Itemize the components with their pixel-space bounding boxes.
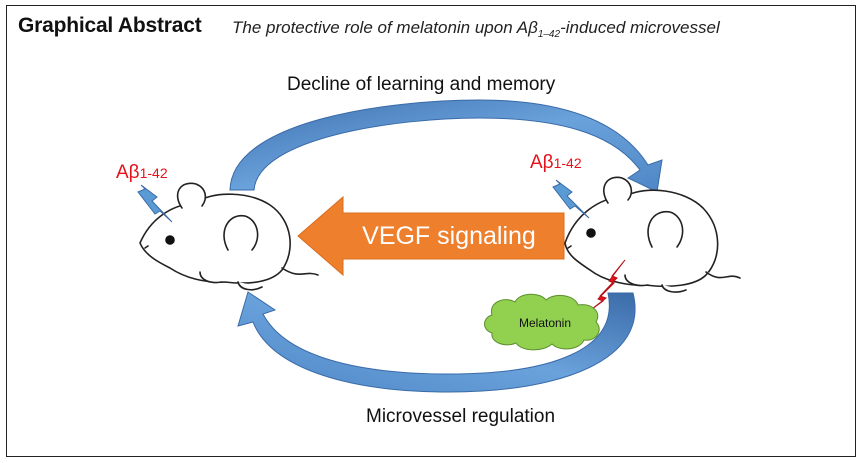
page-title: Graphical Abstract: [18, 14, 202, 37]
lightning-right-icon: [552, 179, 590, 219]
abeta-right-sub: 1-42: [553, 155, 582, 171]
abeta-left-sub: 1-42: [139, 165, 168, 181]
subtitle-tail: -induced microvessel: [560, 18, 720, 37]
lightning-left-icon: [137, 184, 173, 223]
right-mouse-illustration: [564, 176, 741, 293]
top-arrow-label: Decline of learning and memory: [287, 74, 556, 95]
subtitle-subscript: 1–42: [537, 29, 561, 40]
left-mouse-illustration: [139, 182, 319, 291]
abeta-left-main: Aβ: [116, 162, 140, 183]
subtitle-main: The protective role of melatonin upon Aβ: [232, 18, 538, 37]
vegf-arrow: [297, 195, 565, 277]
melatonin-cloud: [484, 293, 600, 351]
abeta-label-right: Aβ1-42: [530, 152, 582, 174]
top-cycle-arrow: [229, 99, 663, 193]
vegf-arrow-label: VEGF signaling: [362, 221, 536, 250]
bottom-cycle-arrow: [237, 291, 636, 393]
abeta-right-main: Aβ: [530, 152, 554, 173]
bottom-arrow-label: Microvessel regulation: [366, 406, 556, 427]
melatonin-label: Melatonin: [518, 316, 572, 330]
page-subtitle: The protective role of melatonin upon Aβ…: [232, 18, 720, 40]
abeta-label-left: Aβ1-42: [116, 162, 168, 184]
